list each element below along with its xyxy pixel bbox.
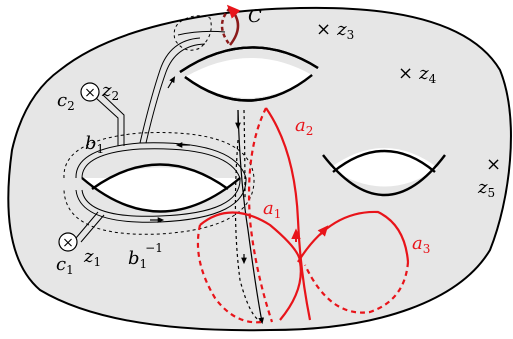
label-z2: z2 bbox=[101, 80, 119, 103]
label-a3: a3 bbox=[412, 233, 430, 256]
label-z4: ×z4 bbox=[398, 63, 437, 86]
label-b1-inverse: b1−1 bbox=[128, 241, 163, 271]
label-a2: a2 bbox=[295, 115, 313, 138]
black-vertical-path bbox=[234, 109, 265, 325]
surface-outline bbox=[7, 6, 512, 332]
red-curves bbox=[196, 107, 410, 324]
handle-left bbox=[81, 163, 241, 213]
puncture-c2: × bbox=[80, 82, 100, 102]
handle-right bbox=[322, 148, 446, 197]
label-z1: z1 bbox=[83, 246, 101, 269]
label-c1: c1 bbox=[56, 254, 74, 277]
label-a1: a1 bbox=[263, 198, 281, 221]
label-z5-cross: × bbox=[486, 154, 501, 175]
puncture-c1: × bbox=[58, 232, 78, 252]
top-path-arrow bbox=[167, 76, 176, 89]
b1-path bbox=[63, 30, 255, 243]
a3-arrow bbox=[317, 225, 329, 237]
svg-text:×: × bbox=[84, 85, 96, 101]
curve-C bbox=[220, 4, 241, 46]
handle-top bbox=[179, 46, 319, 102]
svg-text:×: × bbox=[62, 235, 74, 251]
label-c2: c2 bbox=[57, 90, 75, 113]
label-C: C bbox=[248, 6, 262, 27]
label-z5: z5 bbox=[477, 177, 495, 200]
label-b1: b1 bbox=[85, 133, 104, 156]
label-z3: ×z3 bbox=[316, 19, 354, 42]
